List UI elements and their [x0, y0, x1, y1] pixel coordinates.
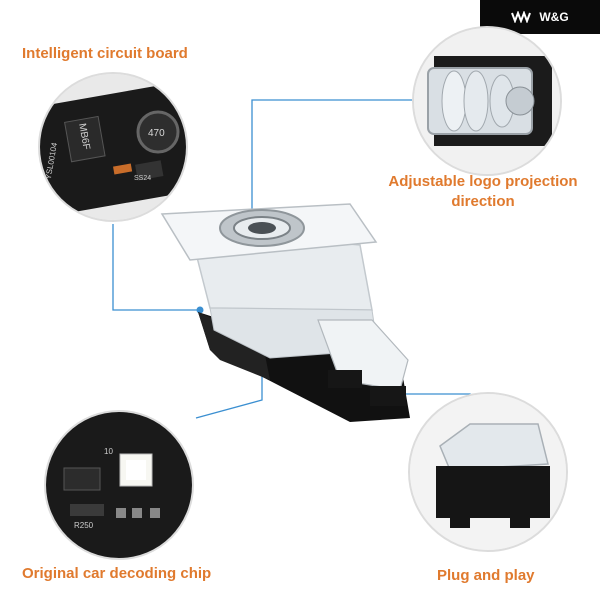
- caption-logo-direction: Adjustable logo projection direction: [372, 172, 594, 212]
- lens-closeup: [412, 26, 562, 176]
- capacitor-label: 10: [104, 447, 113, 456]
- caption-decoding-chip: Original car decoding chip: [22, 565, 212, 582]
- resistor-label: R250: [74, 521, 94, 530]
- projector-product-image: [160, 203, 410, 422]
- chip-mb6f: [64, 115, 106, 163]
- resistor-small: [113, 163, 133, 175]
- lens-element: [505, 86, 535, 116]
- decoding-chip-closeup: 10 R250: [44, 410, 194, 560]
- wave-chevrons-logo-icon: [511, 11, 532, 23]
- inductor: [136, 110, 180, 154]
- ic-small: [135, 160, 164, 181]
- leader-dot-circuit: [196, 306, 204, 314]
- chip-label: MB6F: [76, 122, 91, 150]
- black-connector: [436, 466, 550, 518]
- leader-line-circuit: [112, 224, 200, 311]
- leader-line-logo: [251, 99, 412, 214]
- ic-small-label: SS24: [134, 175, 151, 182]
- decoder-ic: [63, 467, 101, 491]
- inductor-label: 470: [148, 128, 165, 139]
- caption-plug-play: Plug and play: [437, 567, 535, 584]
- plug-closeup: [408, 392, 568, 552]
- brand-name: W&G: [539, 10, 569, 24]
- caption-logo-line1: Adjustable logo projection: [388, 173, 578, 190]
- black-clip-tab: [328, 370, 362, 388]
- caption-circuit-board: Intelligent circuit board: [22, 45, 188, 62]
- circuit-board-closeup: MB6F 470 SS24 YSL00104: [38, 72, 188, 222]
- caption-logo-line2: direction: [451, 193, 515, 210]
